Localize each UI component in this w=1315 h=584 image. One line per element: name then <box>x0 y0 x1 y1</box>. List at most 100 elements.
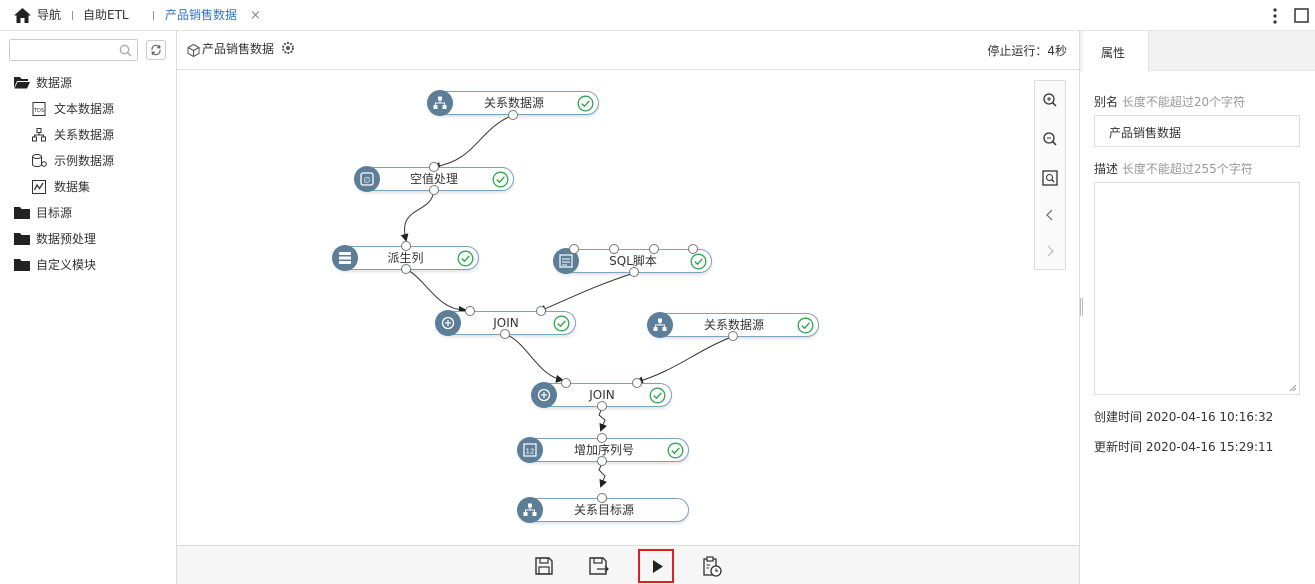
edges <box>400 114 735 488</box>
alias-label: 别名 <box>1094 95 1119 109</box>
input-port[interactable] <box>536 306 546 316</box>
properties-header: » 属性 <box>1080 31 1315 72</box>
resize-handle-icon[interactable] <box>1289 384 1297 392</box>
alias-label-row: 别名 长度不能超过20个字符 <box>1094 93 1245 110</box>
flow-canvas[interactable]: 关系数据源 ∅ 空值处理 派生列 SQL脚本 JOIN 关系数据源 <box>177 70 1079 545</box>
derived-column-icon <box>332 245 358 271</box>
input-port[interactable] <box>465 306 475 316</box>
tab-product-sales[interactable]: 产品销售数据 <box>165 8 238 22</box>
dataset-icon <box>32 180 46 194</box>
schedule-button[interactable] <box>693 549 729 583</box>
output-port[interactable] <box>401 264 411 274</box>
updated-time-row: 更新时间 2020-04-16 15:29:11 <box>1094 438 1273 455</box>
input-port[interactable] <box>401 241 411 251</box>
edge <box>400 189 435 242</box>
node-label: JOIN <box>589 388 615 402</box>
desc-label-row: 描述 长度不能超过255个字符 <box>1094 160 1253 177</box>
success-check-icon <box>553 315 570 332</box>
node-label: 增加序列号 <box>573 443 634 457</box>
folder-icon <box>14 233 30 245</box>
input-port[interactable] <box>597 433 607 443</box>
input-port[interactable] <box>632 378 642 388</box>
output-port[interactable] <box>597 456 607 466</box>
success-check-icon <box>577 95 594 112</box>
zoom-in-icon[interactable] <box>1040 90 1060 110</box>
more-vertical-icon[interactable] <box>1272 8 1278 24</box>
refresh-button[interactable] <box>146 40 166 60</box>
updated-value: 2020-04-16 15:29:11 <box>1145 440 1274 454</box>
settings-gear-icon[interactable] <box>281 41 295 55</box>
properties-panel: » 属性 别名 长度不能超过20个字符 产品销售数据 描述 长度不能超过255个… <box>1079 31 1315 584</box>
text-source-icon: TDS <box>32 102 46 116</box>
output-port[interactable] <box>500 329 510 339</box>
tree-item-text-source[interactable]: TDS 文本数据源 <box>32 96 172 122</box>
top-bar: 导航 自助ETL 产品销售数据 × <box>0 0 1315 31</box>
tree-folder-target[interactable]: 目标源 <box>14 200 174 226</box>
success-check-icon <box>667 442 684 459</box>
input-port[interactable] <box>561 378 571 388</box>
bottom-toolbar <box>177 545 1079 584</box>
flow-node-relational-source[interactable]: 关系数据源 <box>427 90 599 116</box>
description-textarea[interactable] <box>1094 182 1300 395</box>
divider <box>72 11 73 20</box>
panel-splitter[interactable] <box>1080 298 1083 316</box>
chevron-left-icon[interactable] <box>1040 205 1060 225</box>
tree-item-sample-source[interactable]: 示例数据源 <box>32 148 172 174</box>
created-label: 创建时间 <box>1094 410 1143 424</box>
run-button[interactable] <box>638 549 674 583</box>
save-as-icon <box>589 557 609 575</box>
tree-label: 示例数据源 <box>54 154 115 168</box>
alias-input[interactable]: 产品销售数据 <box>1094 115 1300 147</box>
svg-text:12: 12 <box>526 448 535 456</box>
tab-properties-label: 属性 <box>1101 46 1126 60</box>
zoom-toolbar <box>1034 80 1066 270</box>
null-handling-icon: ∅ <box>354 166 380 192</box>
run-status: 停止运行：4秒 <box>987 44 1067 58</box>
input-port[interactable] <box>429 162 439 172</box>
created-time-row: 创建时间 2020-04-16 10:16:32 <box>1094 408 1273 425</box>
home-label: 导航 <box>37 8 62 22</box>
fit-view-icon[interactable] <box>1040 168 1060 188</box>
success-check-icon <box>492 171 509 188</box>
relational-source-icon <box>427 90 453 116</box>
etl-nav[interactable]: 自助ETL <box>83 8 129 22</box>
zoom-out-icon[interactable] <box>1040 129 1060 149</box>
tree-label: 数据预处理 <box>36 232 97 246</box>
output-port[interactable] <box>508 110 518 120</box>
input-port[interactable] <box>649 244 659 254</box>
input-port[interactable] <box>688 244 698 254</box>
edge <box>432 114 514 170</box>
input-port[interactable] <box>597 493 607 503</box>
tree-item-dataset[interactable]: 数据集 <box>32 174 172 200</box>
folder-open-icon <box>14 77 30 89</box>
flow-node-derived-column[interactable]: 派生列 <box>332 245 479 271</box>
created-value: 2020-04-16 10:16:32 <box>1145 410 1274 424</box>
tree-folder-custom[interactable]: 自定义模块 <box>14 252 174 278</box>
flow-node-join[interactable]: JOIN <box>531 382 672 408</box>
save-button[interactable] <box>526 549 562 583</box>
tree-folder-datasource[interactable]: 数据源 <box>14 70 174 96</box>
chevron-right-icon[interactable] <box>1040 241 1060 261</box>
flow-node-relational-source[interactable]: 关系数据源 <box>647 312 819 338</box>
edge <box>405 268 467 314</box>
maximize-icon[interactable] <box>1294 8 1309 23</box>
tab-properties[interactable]: 属性 <box>1083 31 1149 72</box>
tree-folder-preprocess[interactable]: 数据预处理 <box>14 226 174 252</box>
node-label: 关系目标源 <box>573 503 634 517</box>
search-input[interactable] <box>12 42 112 58</box>
tab-close-icon[interactable]: × <box>250 8 261 23</box>
success-check-icon <box>649 387 666 404</box>
output-port[interactable] <box>629 267 639 277</box>
tree-item-relational-source[interactable]: 关系数据源 <box>32 122 172 148</box>
input-port[interactable] <box>609 244 619 254</box>
canvas-header: 产品销售数据 停止运行：4秒 <box>177 31 1079 70</box>
output-port[interactable] <box>429 185 439 195</box>
alias-hint: 长度不能超过20个字符 <box>1121 95 1246 109</box>
input-port[interactable] <box>569 244 579 254</box>
save-as-button[interactable] <box>580 549 616 583</box>
folder-icon <box>14 207 30 219</box>
search-field[interactable] <box>9 39 138 61</box>
output-port[interactable] <box>597 401 607 411</box>
tree-label: 目标源 <box>36 206 73 220</box>
output-port[interactable] <box>728 331 738 341</box>
